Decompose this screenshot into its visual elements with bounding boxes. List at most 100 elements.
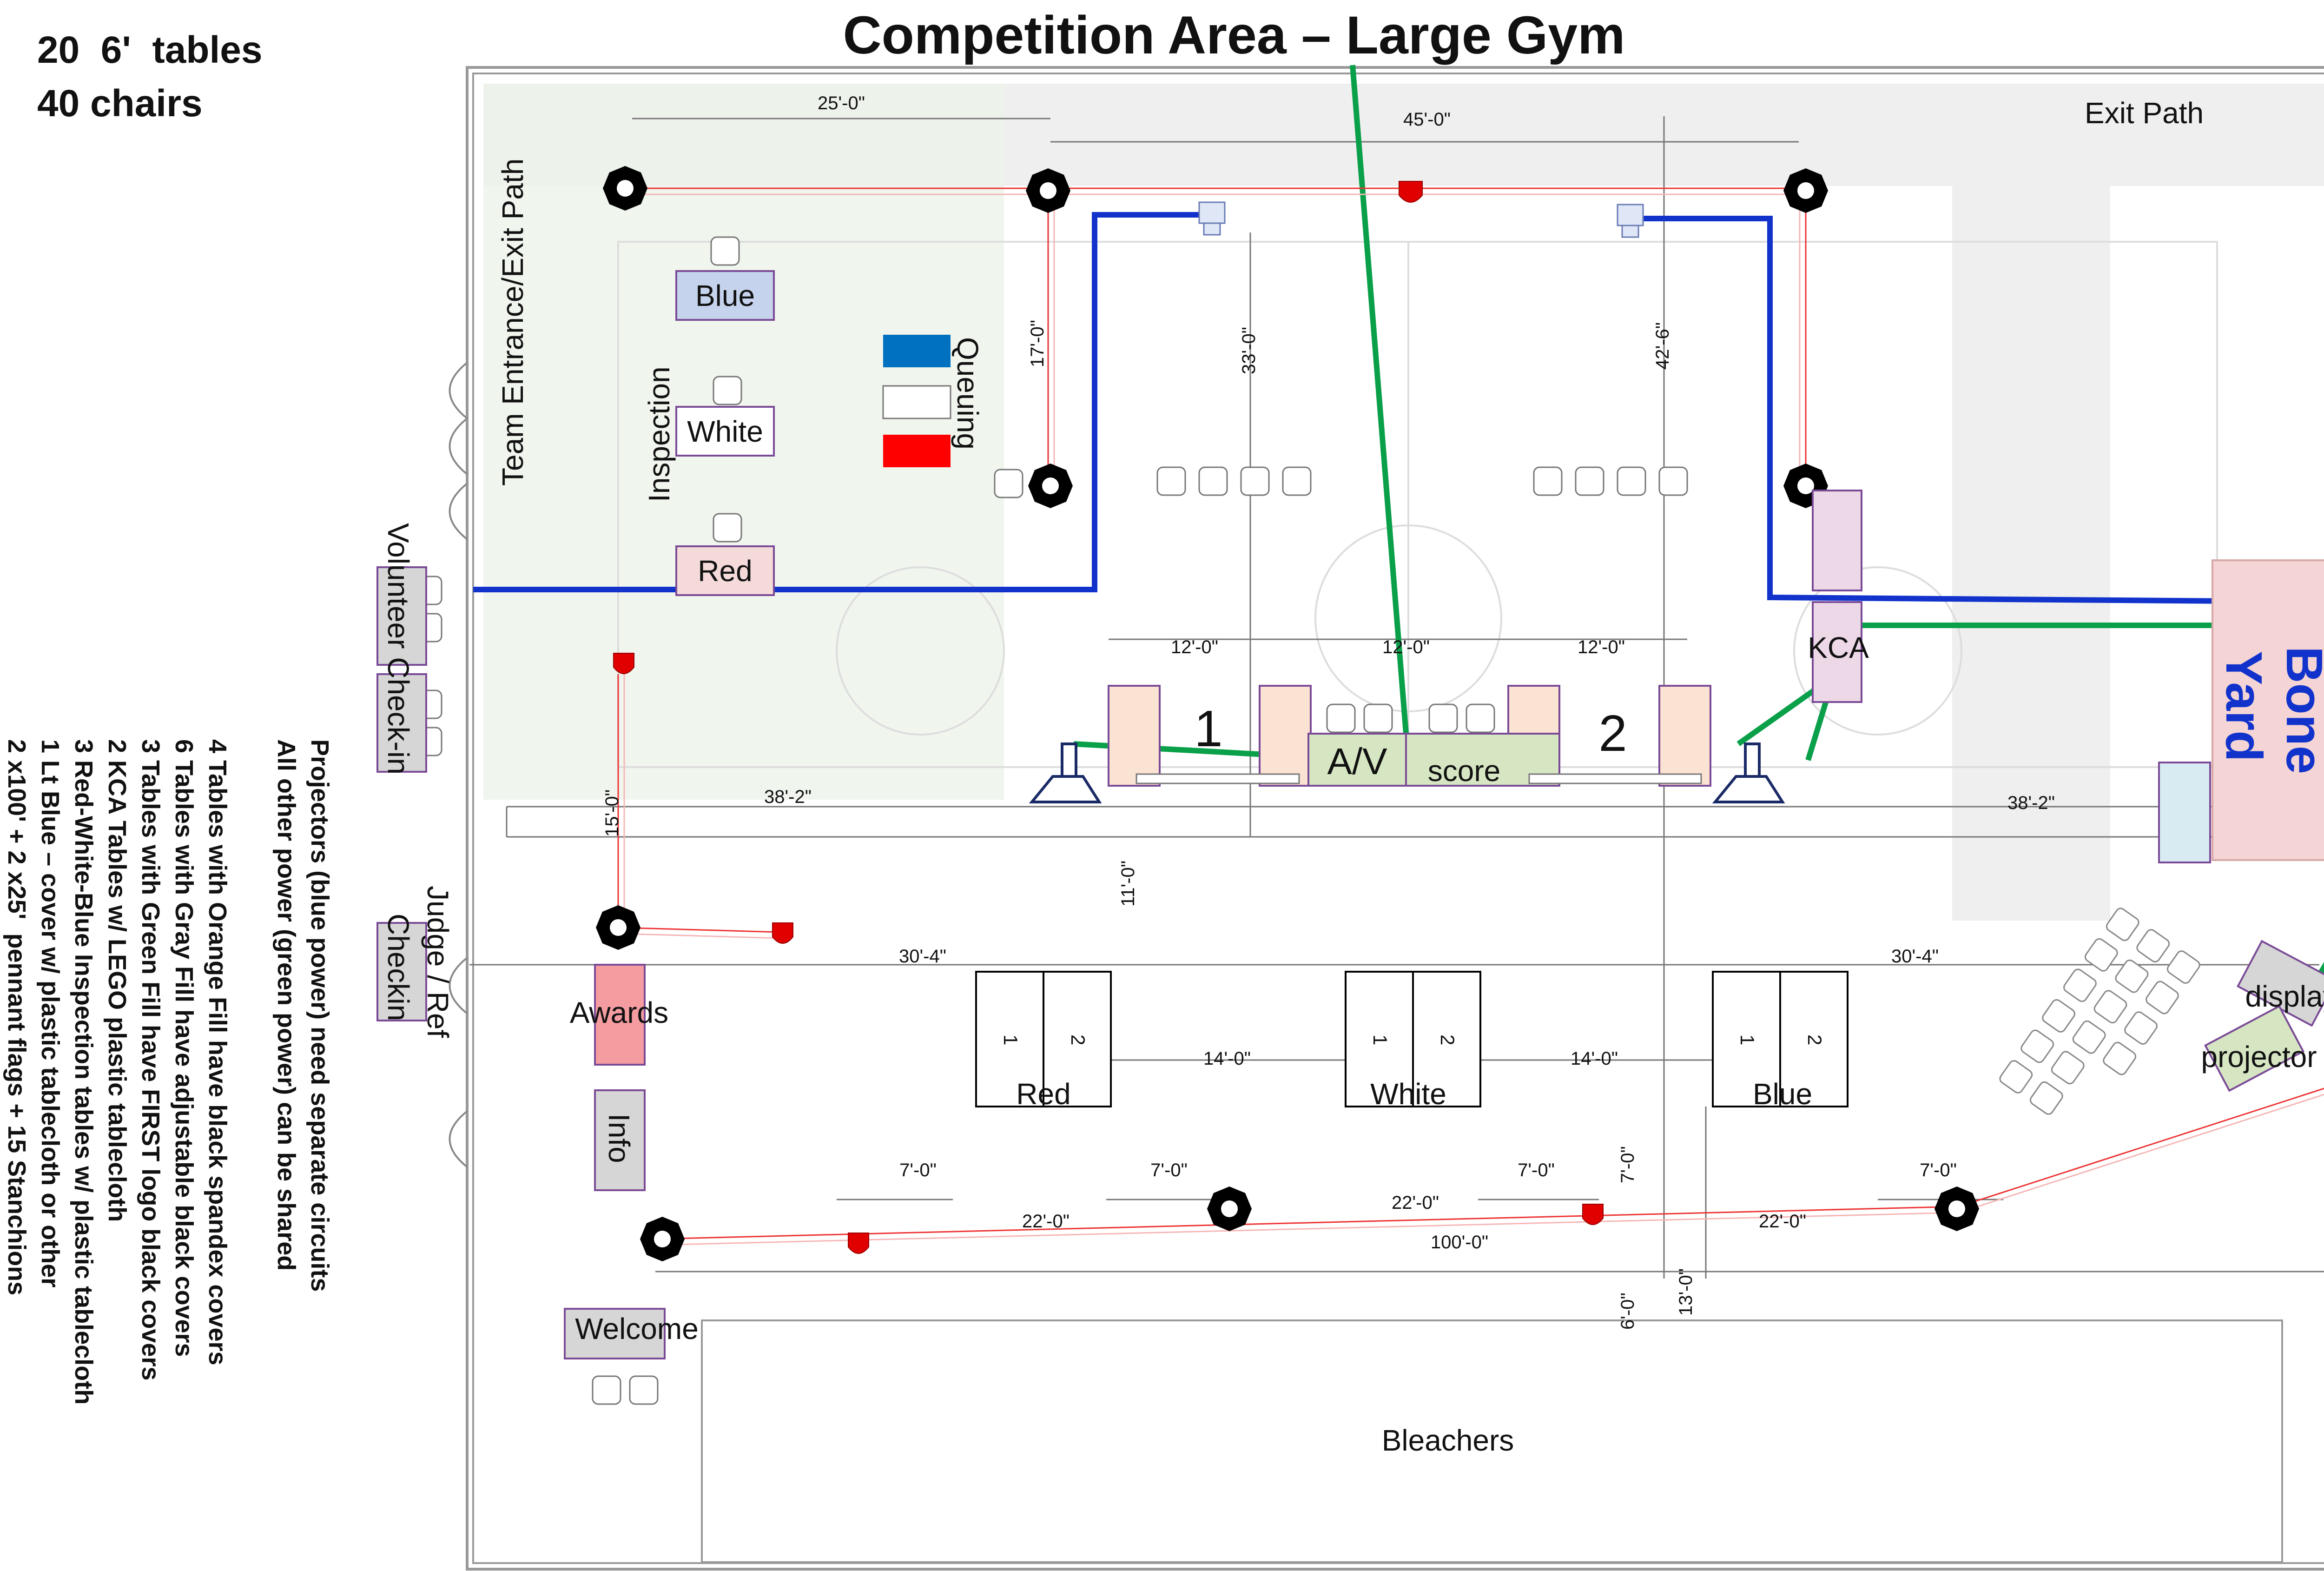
speaker-icon — [1712, 742, 1785, 803]
speaker-icon — [1029, 742, 1102, 803]
bone-yard-label-1: Bone — [2276, 646, 2324, 774]
pit-tables — [975, 971, 1849, 1107]
note-1: Projectors (blue power) need separate ci… — [306, 739, 334, 1292]
queue-swatch-blue — [883, 335, 951, 367]
inspection-table-white — [675, 406, 775, 457]
projector-power-lines — [473, 212, 2324, 605]
note-2: All other power (green power) can be sha… — [272, 739, 300, 1271]
table-count: 20 6' tables — [37, 29, 262, 71]
stanchion-icon — [1207, 1187, 1252, 1231]
monitor-icon — [1198, 201, 1226, 236]
shield-icon — [1399, 181, 1423, 203]
field-1-bar — [1136, 773, 1300, 784]
field-orange-table-2 — [1259, 685, 1312, 787]
pit-number: 2 — [1067, 1034, 1089, 1045]
note-9: 2 x100' + 2 x25' pennant flags + 15 Stan… — [3, 739, 31, 1295]
kca-table-bottom — [1812, 601, 1862, 703]
dim-25: 25'-0" — [818, 93, 865, 113]
score-label: score — [1428, 754, 1501, 788]
volunteer-checkin-label: Volunteer Check-in — [382, 523, 415, 775]
chair-count: 40 chairs — [37, 82, 203, 125]
shield-icon — [1582, 1204, 1604, 1225]
dim-7d: 7'-0" — [1920, 1160, 1957, 1180]
field-1-label: 1 — [1194, 700, 1222, 757]
dim-12a: 12'-0" — [1171, 637, 1218, 657]
stanchion-icon — [1934, 1187, 1979, 1231]
display-table — [2237, 940, 2324, 1027]
dim-100: 100'-0" — [1431, 1232, 1488, 1253]
stanchion-icon — [1028, 464, 1073, 508]
dim-38a: 38'-2" — [764, 787, 812, 807]
dim-7c: 7'-0" — [1518, 1160, 1555, 1180]
kca-label: KCA — [1808, 631, 1869, 664]
bleachers-label: Bleachers — [1382, 1424, 1514, 1457]
kca-table-top — [1812, 490, 1862, 591]
inspection-white-label: White — [687, 415, 763, 448]
info-table — [594, 1089, 646, 1191]
field-2-bar — [1528, 773, 1702, 784]
shield-icon — [848, 1233, 869, 1254]
judge-ref-label: Judge / Ref — [421, 886, 455, 1038]
pit-blue-label: Blue — [1753, 1077, 1812, 1111]
queue-swatch-red — [883, 435, 951, 467]
projector-label: projector — [2201, 1040, 2317, 1074]
shared-power-lines — [1073, 65, 2324, 992]
awards-table — [594, 964, 646, 1066]
pit-number: 2 — [1804, 1034, 1826, 1045]
dimension-labels: 25'-0" 45'-0" 17'-0" 33'-0" 42'-6" 12'-0… — [602, 93, 2055, 1330]
red-shield-icons — [613, 181, 1604, 1254]
exit-path-label: Exit Path — [2085, 96, 2204, 130]
dim-15: 15'-0" — [602, 789, 622, 837]
dim-13: 13'-0" — [1676, 1268, 1696, 1316]
pit-number: 1 — [1000, 1034, 1022, 1045]
light-blue-table — [2158, 762, 2211, 863]
dim-11: 11'-0" — [1118, 861, 1138, 907]
display-label: display — [2245, 980, 2324, 1013]
volunteer-table-1 — [376, 566, 427, 666]
bleachers — [701, 1319, 2283, 1563]
note-3: 4 Tables with Orange Fill have black spa… — [204, 739, 231, 1366]
dim-14b: 14'-0" — [1571, 1048, 1618, 1069]
bone-yard-path-zone — [1952, 186, 2110, 921]
awards-label: Awards — [570, 996, 668, 1029]
dim-30b: 30'-4" — [1891, 946, 1939, 967]
dim-22b: 22'-0" — [1392, 1193, 1439, 1213]
queue-swatch-white — [882, 385, 951, 419]
dim-22c: 22'-0" — [1759, 1211, 1806, 1232]
dim-33: 33'-0" — [1239, 327, 1259, 374]
stanchion-icon — [1026, 168, 1070, 213]
dim-14a: 14'-0" — [1203, 1048, 1251, 1069]
stanchion-icon — [1783, 168, 1828, 213]
dim-17: 17'-0" — [1027, 320, 1048, 367]
dim-42: 42'-6" — [1652, 322, 1673, 370]
checkin-label: Checkin — [382, 914, 415, 1021]
field-2-label: 2 — [1598, 705, 1627, 762]
judge-ref-table — [376, 922, 427, 1021]
dim-7b: 7'-0" — [1150, 1160, 1188, 1180]
page-title: Competition Area – Large Gym — [843, 6, 1625, 65]
av-label: A/V — [1327, 741, 1388, 782]
dim-6: 6'-0" — [1618, 1293, 1638, 1330]
inspection-red-label: Red — [698, 554, 752, 588]
speaker-icons — [1029, 742, 1785, 803]
pit-red-label: Red — [1016, 1077, 1070, 1111]
note-8: 1 Lt Blue – cover w/ plastic tablecloth … — [36, 739, 64, 1287]
doors-left — [449, 362, 468, 1168]
welcome-table — [564, 1308, 666, 1359]
inspection-blue-label: Blue — [695, 279, 755, 312]
inspection-table-red — [675, 545, 775, 596]
bone-yard-label-2: Yard — [2215, 651, 2272, 762]
pit-number: 1 — [1369, 1034, 1391, 1045]
volunteer-table-2 — [376, 673, 427, 773]
projector-table — [2204, 1005, 2304, 1092]
inspection-table-blue — [675, 270, 775, 321]
team-entrance-label: Team Entrance/Exit Path — [496, 159, 529, 486]
shield-icon — [613, 653, 634, 674]
note-5: 3 Tables with Green Fill have FIRST logo… — [137, 739, 165, 1380]
dim-38b: 38'-2" — [2007, 793, 2055, 813]
dim-7-vertical: 7'-0" — [1618, 1146, 1638, 1183]
av-table — [1307, 733, 1407, 787]
dim-45: 45'-0" — [1403, 109, 1451, 130]
stanchion-icon — [640, 1217, 685, 1261]
